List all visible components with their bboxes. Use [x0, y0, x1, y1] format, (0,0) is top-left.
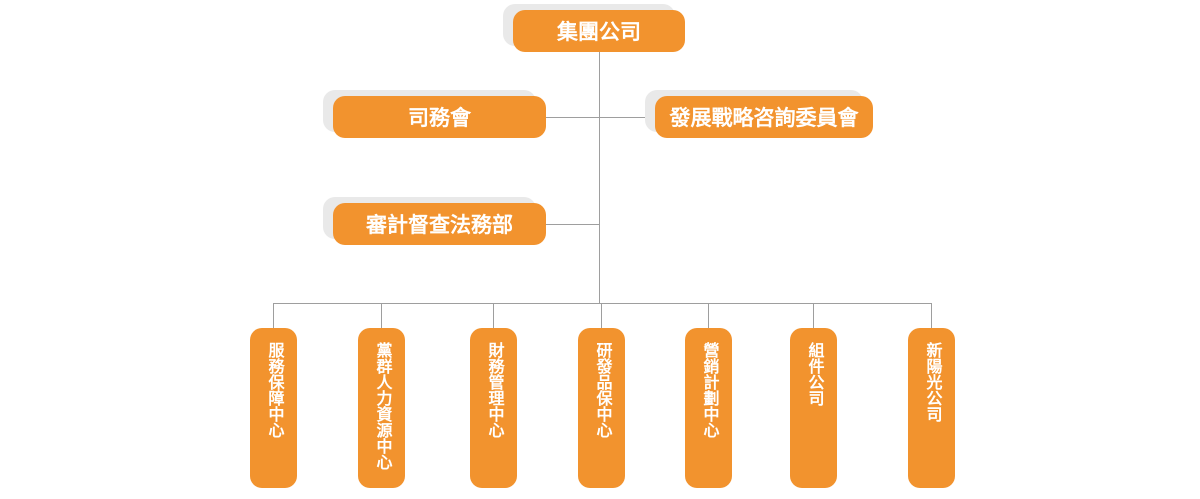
org-node-label: 司務會 — [408, 106, 471, 130]
org-node-label: 發展戰略咨詢委員會 — [669, 106, 859, 130]
connector-stub — [813, 303, 814, 328]
org-node-label: 新陽光公司 — [923, 342, 941, 422]
org-node-marketing-planning-center: 營銷計劃中心 — [685, 328, 732, 488]
connector-stub — [708, 303, 709, 328]
connector-level3-horizontal — [546, 224, 600, 225]
org-node-finance-management-center: 財務管理中心 — [470, 328, 517, 488]
org-node-strategy-committee: 發展戰略咨詢委員會 — [655, 96, 873, 138]
org-node-service-support-center: 服務保障中心 — [250, 328, 297, 488]
org-node-label: 研發品保中心 — [593, 342, 611, 438]
org-node-party-hr-center: 黨群人力資源中心 — [358, 328, 405, 488]
connector-stub — [493, 303, 494, 328]
org-node-label: 組件公司 — [805, 342, 823, 406]
org-node-label: 服務保障中心 — [265, 342, 283, 438]
org-node-label: 營銷計劃中心 — [700, 342, 718, 438]
org-node-council: 司務會 — [333, 96, 546, 138]
connector-stub — [381, 303, 382, 328]
org-node-group-company: 集團公司 — [513, 10, 685, 52]
connector-stub — [273, 303, 274, 328]
org-node-audit-legal-dept: 審計督查法務部 — [333, 203, 546, 245]
org-node-label: 黨群人力資源中心 — [373, 342, 391, 470]
org-node-rd-qa-center: 研發品保中心 — [578, 328, 625, 488]
connector-departments-horizontal — [273, 303, 932, 304]
connector-stub — [931, 303, 932, 328]
org-node-label: 集團公司 — [557, 20, 641, 44]
org-node-label: 財務管理中心 — [485, 342, 503, 438]
org-node-new-sunshine-company: 新陽光公司 — [908, 328, 955, 488]
connector-level2-horizontal — [546, 117, 655, 118]
org-node-label: 審計督查法務部 — [366, 213, 513, 237]
org-node-component-company: 組件公司 — [790, 328, 837, 488]
connector-stub — [601, 303, 602, 328]
connector-root-vertical — [599, 52, 600, 303]
